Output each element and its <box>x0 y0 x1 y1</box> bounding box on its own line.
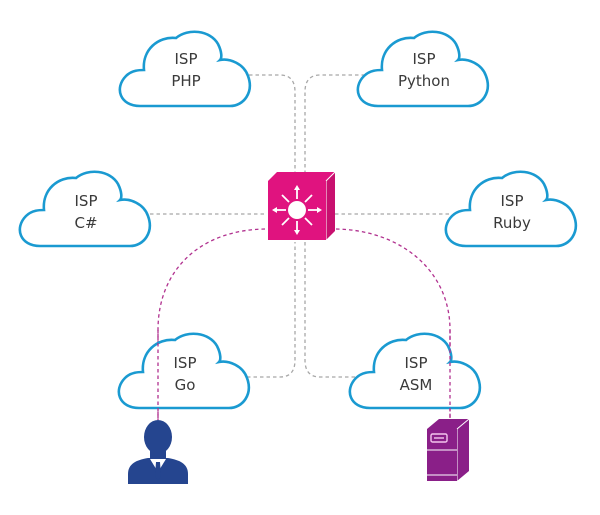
server-icon <box>427 418 470 481</box>
magenta-links <box>157 228 451 420</box>
link-php-switch <box>249 74 296 180</box>
cloud-label-line1: ISP <box>405 354 428 372</box>
link-asm-switch <box>304 242 355 378</box>
cloud-label-line1: ISP <box>175 50 198 68</box>
cloud-label-line1: ISP <box>501 192 524 210</box>
cloud-label-line1: ISP <box>413 50 436 68</box>
magenta-link-overlay <box>157 330 451 420</box>
businessman-icon <box>128 420 188 484</box>
link-go-switch <box>247 242 296 378</box>
cloud-isp-csharp: ISP C# <box>18 170 152 248</box>
cloud-label-line1: ISP <box>75 192 98 210</box>
cloud-isp-go: ISP Go <box>117 332 251 410</box>
gray-links <box>150 74 450 378</box>
link-python-switch <box>304 74 365 180</box>
cloud-isp-ruby: ISP Ruby <box>444 170 578 248</box>
multilayer-switch-icon <box>268 171 336 240</box>
cloud-label-line2: Go <box>175 376 196 394</box>
link-switch-server <box>335 228 451 420</box>
cloud-label-line2: ASM <box>400 376 433 394</box>
cloud-label-line2: Ruby <box>493 214 531 232</box>
cloud-label-line2: PHP <box>171 72 200 90</box>
cloud-isp-python: ISP Python <box>356 30 490 108</box>
cloud-label-line2: Python <box>398 72 450 90</box>
cloud-isp-asm: ISP ASM <box>348 332 482 410</box>
cloud-isp-php: ISP PHP <box>118 30 252 108</box>
cloud-label-line1: ISP <box>174 354 197 372</box>
cloud-label-line2: C# <box>74 214 97 232</box>
